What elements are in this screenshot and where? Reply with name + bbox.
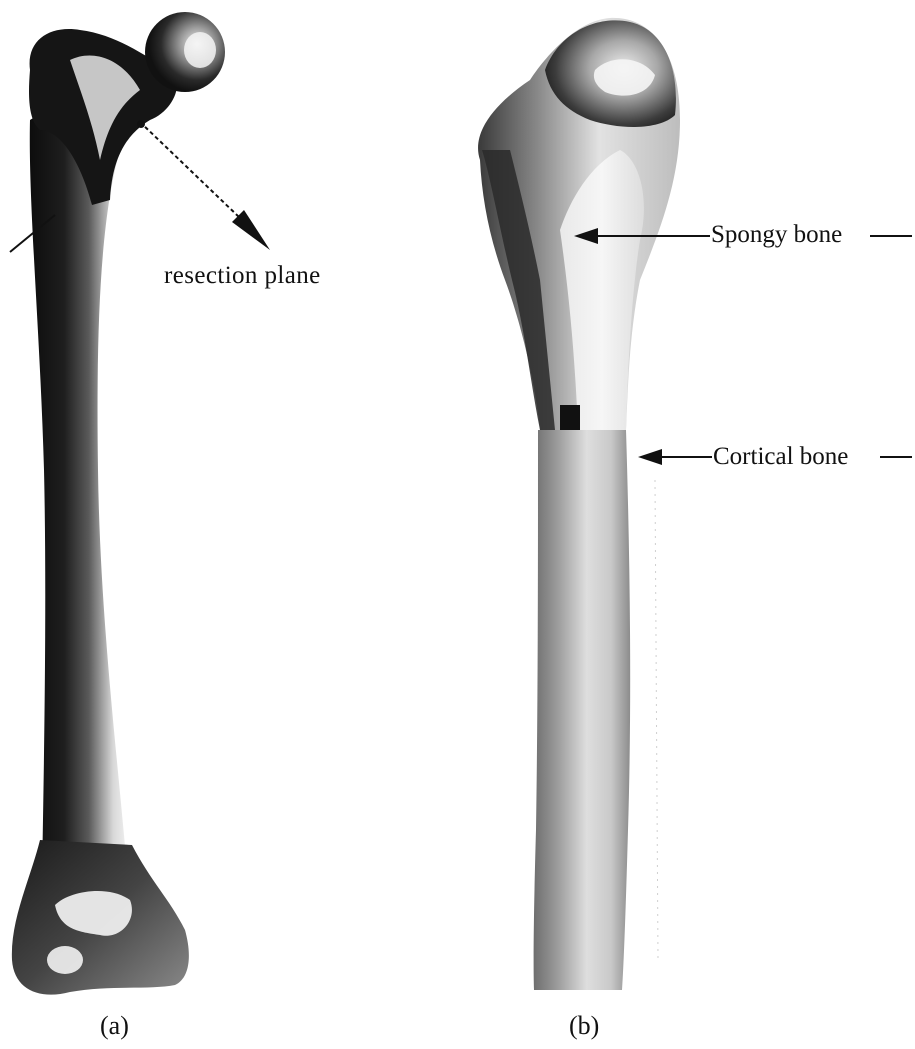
spongy-bone-label: Spongy bone [711, 222, 842, 247]
femur-b-right-edge [655, 480, 658, 960]
cortical-boundary-band [560, 405, 580, 431]
panel-b-caption: (b) [569, 1013, 599, 1039]
femur-a-condyle-spot [47, 946, 83, 974]
femur-a-shaft [30, 110, 128, 880]
femur-a-head-highlight [184, 32, 216, 68]
resection-plane-label: resection plane [164, 263, 321, 288]
femur-b-shaft [534, 430, 631, 990]
panel-a-caption: (a) [100, 1013, 129, 1039]
cortical-bone-arrowhead [638, 449, 662, 465]
cortical-bone-label: Cortical bone [713, 444, 848, 469]
femur-b [478, 18, 912, 990]
resection-plane-dashed-line [140, 122, 240, 218]
femur-a [10, 12, 270, 995]
resection-plane-marker [137, 120, 145, 128]
